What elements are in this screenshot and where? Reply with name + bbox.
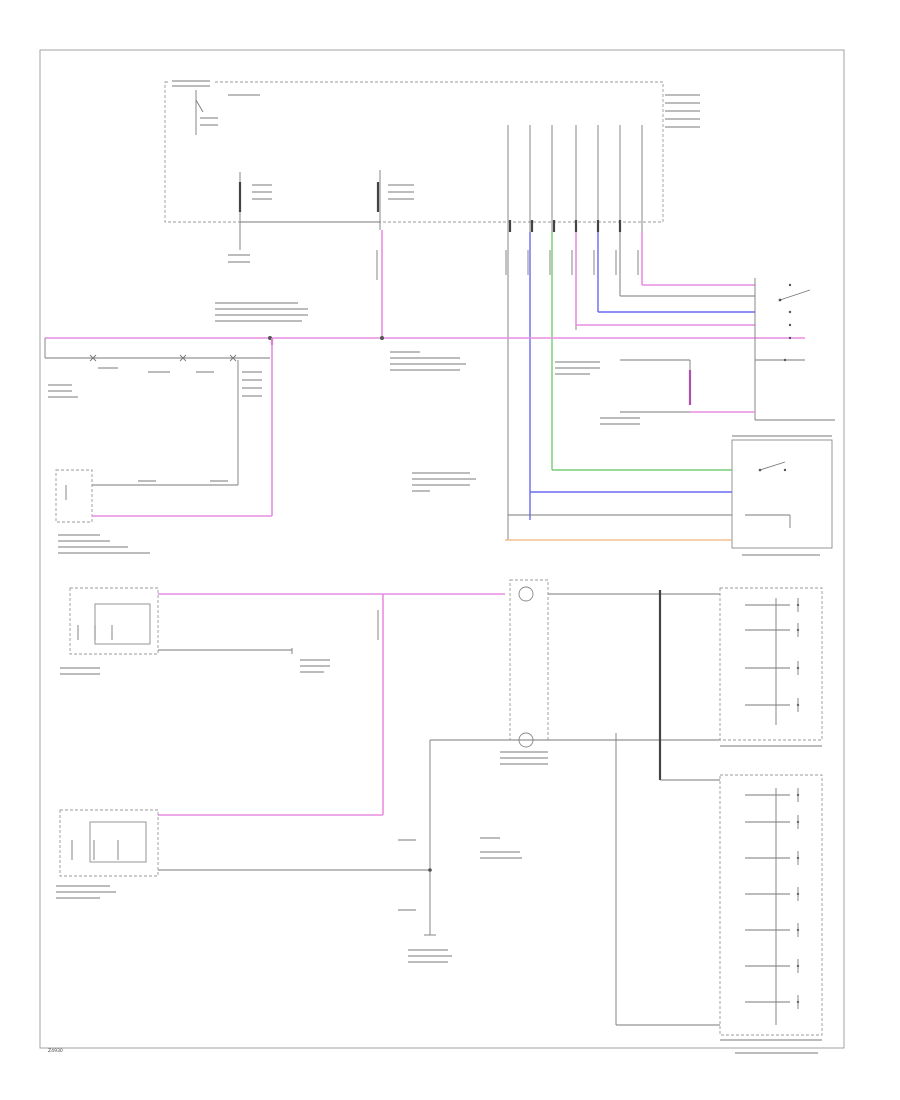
ride-control-switch — [60, 587, 330, 675]
main-bus — [44, 336, 555, 373]
ground-branch-area — [555, 359, 755, 425]
steering-wheel-switch-left — [719, 774, 823, 1041]
lower-left-switch — [56, 809, 159, 899]
multifunction-switch — [754, 278, 835, 421]
transmission-range-sensor — [55, 469, 272, 554]
lower-ground-branch — [158, 740, 522, 963]
fuse-relay-pair — [228, 170, 414, 263]
power-distribution-area — [164, 74, 700, 223]
connector-bundle-top — [505, 125, 643, 540]
clockspring — [430, 579, 720, 765]
headlamp-switch — [505, 435, 833, 556]
diagram-frame — [39, 49, 845, 1049]
figure-code: Z4930 — [48, 1048, 63, 1054]
steering-wheel-switch-right — [719, 587, 823, 747]
